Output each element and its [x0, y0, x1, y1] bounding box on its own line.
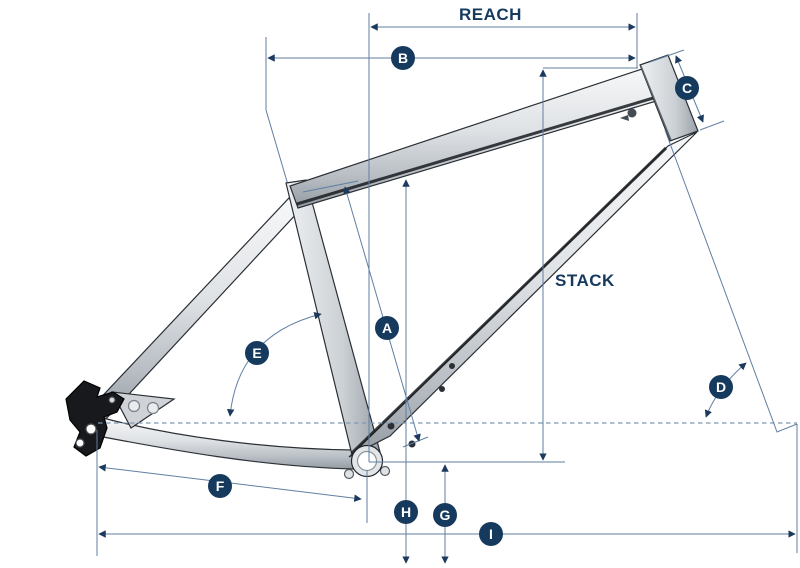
badge-e: E — [245, 341, 269, 365]
badge-c: C — [675, 76, 699, 100]
badge-f: F — [208, 474, 232, 498]
badge-b: B — [391, 46, 415, 70]
bike-frame-illustration — [65, 54, 699, 480]
reach-label: REACH — [459, 5, 522, 24]
badge-a: A — [375, 316, 399, 340]
badge-i: I — [479, 522, 503, 546]
dimension-e-angle — [226, 312, 322, 417]
badge-h: H — [394, 500, 418, 524]
rear-dropout — [65, 380, 125, 457]
stack-label: STACK — [555, 271, 615, 290]
badge-d: D — [709, 375, 733, 399]
head-tube-logo — [620, 108, 637, 121]
stack-dimension — [369, 67, 638, 463]
badge-g: G — [433, 503, 457, 527]
reach-dimension — [368, 13, 638, 462]
dimension-d-angle — [664, 129, 798, 553]
